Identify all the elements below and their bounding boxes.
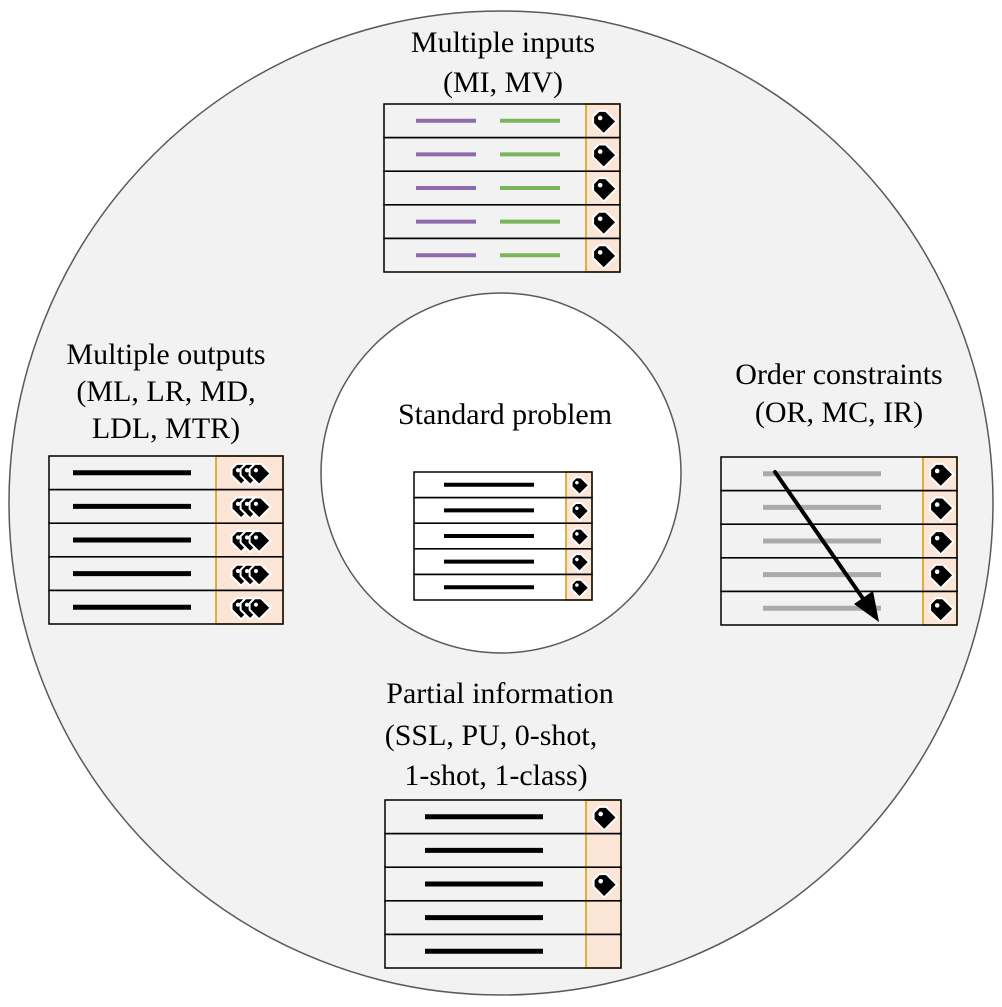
tag-icon-hole bbox=[934, 603, 940, 608]
standard-problem-group: Standard problem bbox=[398, 398, 612, 601]
tag-icon bbox=[929, 563, 955, 590]
partial-information-acronyms-2: 1-shot, 1-class) bbox=[404, 759, 587, 792]
tag-icon-hole bbox=[235, 535, 241, 540]
tag-icon-hole bbox=[235, 602, 241, 607]
tag-icon bbox=[929, 462, 955, 489]
multiple-inputs-group: Multiple inputs (MI, MV) bbox=[383, 26, 621, 273]
tag-icon bbox=[248, 496, 272, 520]
tag-icon bbox=[248, 530, 272, 554]
tag-icon-hole bbox=[597, 250, 603, 255]
tag-icon-hole bbox=[253, 535, 259, 540]
order-constraints-title: Order constraints bbox=[735, 358, 942, 391]
order-constraints-acronyms: (OR, MC, IR) bbox=[755, 396, 923, 429]
multiple-inputs-table bbox=[383, 103, 621, 273]
multiple-outputs-acronyms-2: LDL, MTR) bbox=[92, 412, 240, 445]
multiple-inputs-acronyms: (MI, MV) bbox=[443, 66, 563, 99]
table-row bbox=[720, 590, 958, 626]
tag-icon-hole bbox=[575, 583, 579, 587]
partial-information-title: Partial information bbox=[386, 677, 613, 710]
tag-icon-hole bbox=[597, 182, 603, 188]
tag-icon-hole bbox=[934, 535, 940, 541]
tag-icon-hole bbox=[235, 568, 241, 574]
order-arrow-head bbox=[854, 591, 879, 622]
tag-icon-hole bbox=[575, 480, 579, 485]
tag-icon-hole bbox=[597, 216, 603, 222]
tag-icon-hole bbox=[244, 568, 250, 574]
tag-icon-hole bbox=[934, 569, 940, 575]
table-row bbox=[48, 589, 284, 625]
tag-icon bbox=[929, 496, 955, 522]
tag-icon bbox=[592, 805, 618, 832]
tag-icon-hole bbox=[235, 468, 241, 473]
standard-problem-table bbox=[413, 471, 593, 601]
table-row bbox=[384, 933, 622, 969]
tag-icon bbox=[592, 143, 618, 169]
tag-icon bbox=[570, 527, 591, 548]
multiple-outputs-title: Multiple outputs bbox=[66, 338, 265, 371]
tag-icon-hole bbox=[253, 501, 259, 506]
order-constraints-table bbox=[720, 456, 958, 626]
tag-icon-hole bbox=[253, 468, 259, 473]
tag-icon bbox=[929, 530, 955, 556]
tag-icon bbox=[592, 244, 618, 270]
partial-information-table bbox=[384, 799, 622, 969]
tag-icon bbox=[570, 501, 591, 522]
tag-icon-hole bbox=[598, 811, 603, 817]
tag-icon-hole bbox=[575, 532, 579, 536]
tag-icon bbox=[570, 553, 591, 573]
tag-icon bbox=[592, 109, 618, 136]
order-constraints-group: Order constraints (OR, MC, IR) bbox=[720, 358, 958, 626]
tag-icon-hole bbox=[253, 602, 259, 607]
tag-icon-hole bbox=[235, 501, 241, 506]
order-arrow-shaft bbox=[773, 470, 866, 602]
standard-problem-label: Standard problem bbox=[398, 398, 612, 431]
tag-icon-hole bbox=[253, 568, 259, 574]
tag-icon-hole bbox=[934, 468, 940, 474]
tag-icon-hole bbox=[244, 501, 250, 506]
multiple-outputs-table bbox=[48, 455, 284, 625]
tag-icon bbox=[929, 597, 955, 623]
tag-icon bbox=[592, 873, 618, 899]
tag-icon-hole bbox=[597, 149, 603, 154]
tag-icon-hole bbox=[244, 535, 250, 540]
multiple-inputs-title: Multiple inputs bbox=[411, 26, 595, 59]
tag-icon bbox=[592, 177, 618, 203]
tag-icon bbox=[570, 476, 591, 496]
tag-icon bbox=[248, 462, 272, 486]
multiple-outputs-acronyms-1: (ML, LR, MD, bbox=[76, 375, 255, 408]
tag-icon-hole bbox=[575, 557, 579, 562]
tag-icon bbox=[248, 597, 272, 621]
table-row bbox=[413, 573, 593, 601]
tag-icon bbox=[248, 563, 272, 587]
tag-icon-hole bbox=[934, 502, 940, 507]
tag-icon-hole bbox=[598, 878, 603, 884]
inner-circle bbox=[320, 292, 682, 654]
table-row bbox=[383, 237, 621, 273]
tag-icon-hole bbox=[575, 506, 579, 511]
partial-information-acronyms-1: (SSL, PU, 0-shot, bbox=[385, 719, 598, 752]
tag-icon-hole bbox=[597, 115, 603, 121]
tag-icon-hole bbox=[244, 602, 250, 607]
tag-icon bbox=[570, 578, 591, 599]
multiple-outputs-group: Multiple outputs (ML, LR, MD, LDL, MTR) bbox=[48, 338, 284, 625]
tag-icon bbox=[592, 210, 618, 237]
tag-icon-hole bbox=[244, 468, 250, 473]
partial-information-group: Partial information (SSL, PU, 0-shot, 1-… bbox=[384, 677, 622, 969]
